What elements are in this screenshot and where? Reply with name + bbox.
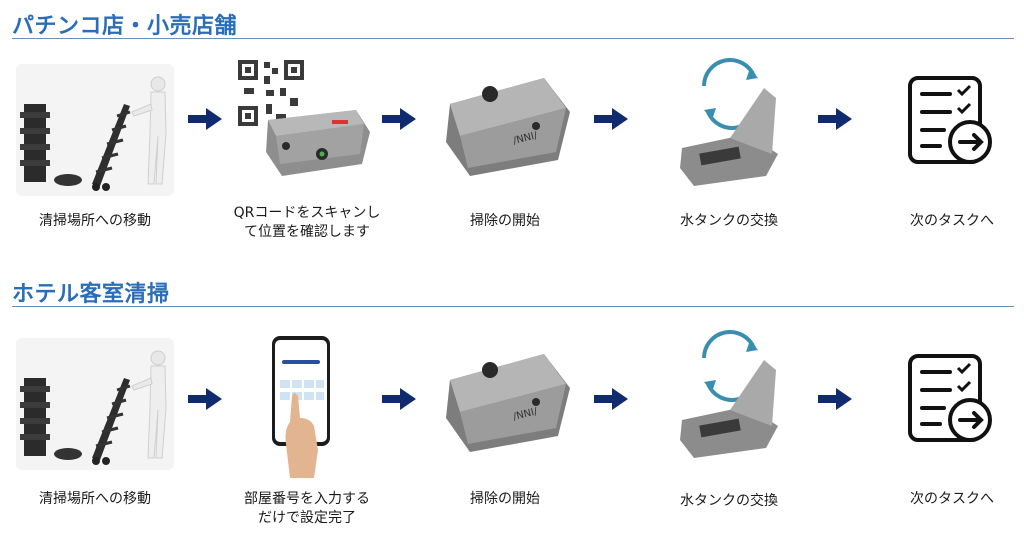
arrow-right-icon — [594, 108, 628, 130]
photo-water-tank-swap — [674, 330, 788, 462]
arrow-right-icon — [382, 108, 416, 130]
photo-qr-scan — [232, 58, 372, 190]
photo-start-cleaning: /NNI/ — [440, 348, 576, 458]
step-caption: 次のタスクへ — [910, 491, 994, 507]
person-cart-icon — [20, 350, 167, 465]
task-list-icon — [908, 76, 992, 164]
step-caption: 部屋番号を入力する だけで設定完了 — [244, 491, 370, 526]
robot-vacuum-icon: /NNI/ — [446, 78, 570, 176]
water-tank-swap-icon — [680, 58, 778, 186]
icon-next-task — [904, 354, 994, 444]
arrow-right-icon — [594, 388, 628, 410]
photo-start-cleaning: /NNI/ — [440, 72, 576, 182]
step-caption: 水タンクの交換 — [680, 213, 778, 229]
task-list-icon — [908, 354, 992, 442]
qr-code-icon — [236, 58, 306, 128]
icon-next-task — [904, 76, 994, 166]
robot-vacuum-icon: /NNI/ — [446, 354, 570, 452]
photo-move-to-area — [16, 64, 174, 196]
step-caption: 清掃場所への移動 — [39, 491, 151, 507]
person-cart-icon — [20, 76, 167, 191]
robot-vacuum-icon — [266, 110, 370, 176]
arrow-right-icon — [188, 388, 222, 410]
section-title-hotel: ホテル客室清掃 — [12, 282, 170, 307]
water-tank-swap-icon — [680, 330, 778, 458]
arrow-right-icon — [818, 388, 852, 410]
step-caption: 水タンクの交換 — [680, 493, 778, 509]
section-divider — [12, 306, 1014, 307]
step-caption: 掃除の開始 — [470, 491, 540, 507]
arrow-right-icon — [382, 388, 416, 410]
section-title-pachinko: パチンコ店・小売店舗 — [12, 14, 238, 39]
arrow-right-icon — [818, 108, 852, 130]
arrow-right-icon — [188, 108, 222, 130]
photo-move-to-area — [16, 338, 174, 470]
workflow-row-hotel: 清掃場所への移動 部屋番号を入力する だけで設定完了 /NNI/ — [0, 330, 1024, 526]
workflow-row-pachinko: 清掃場所への移動 QRコードをスキャンし て位置を確認します — [0, 58, 1024, 240]
phone-input-icon — [272, 336, 330, 478]
step-caption: QRコードをスキャンし て位置を確認します — [233, 205, 381, 240]
section-divider — [12, 38, 1014, 39]
photo-room-number-input — [270, 334, 334, 480]
step-caption: 掃除の開始 — [470, 213, 540, 229]
step-caption: 次のタスクへ — [910, 213, 994, 229]
photo-water-tank-swap — [674, 58, 788, 190]
step-caption: 清掃場所への移動 — [39, 213, 151, 229]
